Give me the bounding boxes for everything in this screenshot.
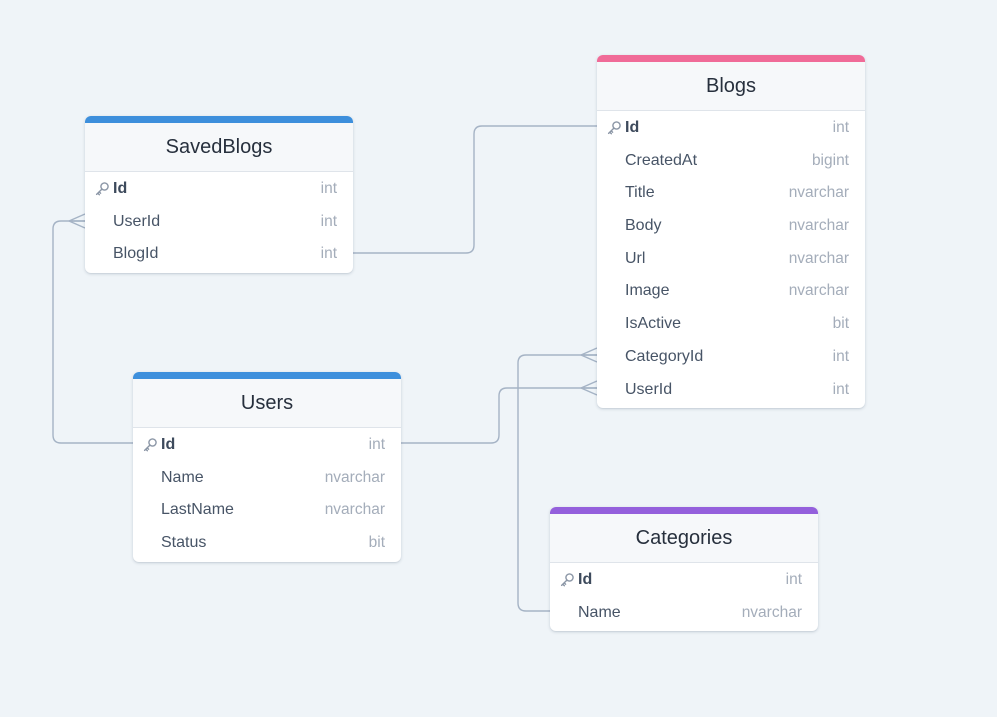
table-color-bar — [133, 372, 401, 379]
relationship-savedblogs-users[interactable] — [52, 220, 133, 444]
field-type: nvarchar — [788, 184, 849, 202]
field-row[interactable]: CreatedAt bigint — [597, 145, 865, 178]
table-color-bar — [85, 116, 353, 123]
crowfoot-savedblogs-userid — [68, 213, 86, 229]
field-row[interactable]: Id int — [133, 429, 401, 462]
field-row[interactable]: Title nvarchar — [597, 177, 865, 210]
field-name: Status — [161, 534, 207, 552]
field-name: UserId — [625, 380, 673, 398]
field-name: CategoryId — [625, 347, 704, 365]
relationship-blogs-users[interactable] — [401, 387, 597, 444]
relationship-savedblogs-blogs[interactable] — [353, 125, 597, 254]
field-row[interactable]: Id int — [597, 112, 865, 145]
table-title[interactable]: SavedBlogs — [85, 123, 353, 172]
field-row[interactable]: Name nvarchar — [133, 462, 401, 495]
table-title[interactable]: Categories — [550, 514, 818, 563]
field-row[interactable]: BlogId int — [85, 238, 353, 271]
field-row[interactable]: IsActive bit — [597, 308, 865, 341]
table-title[interactable]: Users — [133, 379, 401, 428]
field-row[interactable]: Status bit — [133, 527, 401, 560]
field-type: bigint — [811, 151, 849, 169]
field-name: CreatedAt — [625, 151, 698, 169]
field-type: int — [832, 119, 849, 136]
field-row[interactable]: Url nvarchar — [597, 243, 865, 276]
field-name: BlogId — [113, 245, 159, 263]
field-name: Image — [625, 282, 670, 300]
field-type: int — [785, 571, 802, 588]
field-name: Id — [625, 119, 640, 136]
primary-key-icon — [560, 573, 574, 587]
field-name: Id — [113, 180, 128, 197]
table-color-bar — [597, 55, 865, 62]
crowfoot-blogs-userid — [580, 380, 598, 396]
field-type: nvarchar — [324, 468, 385, 486]
field-type: nvarchar — [788, 249, 849, 267]
primary-key-icon — [95, 182, 109, 196]
field-type: nvarchar — [788, 217, 849, 235]
field-row[interactable]: CategoryId int — [597, 341, 865, 374]
field-row[interactable]: Body nvarchar — [597, 210, 865, 243]
field-type: int — [320, 245, 337, 263]
field-name: Id — [578, 571, 593, 588]
field-name: Body — [625, 217, 662, 235]
field-row[interactable]: Image nvarchar — [597, 275, 865, 308]
field-type: int — [832, 347, 849, 365]
field-row[interactable]: LastName nvarchar — [133, 494, 401, 527]
field-type: bit — [368, 534, 385, 552]
field-name: Name — [161, 468, 204, 486]
field-type: nvarchar — [788, 282, 849, 300]
table-title[interactable]: Blogs — [597, 62, 865, 111]
field-name: Id — [161, 436, 176, 453]
field-name: IsActive — [625, 315, 682, 333]
field-name: Name — [578, 603, 621, 621]
field-row[interactable]: Id int — [85, 173, 353, 206]
field-row[interactable]: Id int — [550, 564, 818, 597]
field-row[interactable]: Name nvarchar — [550, 597, 818, 630]
relationship-blogs-categories[interactable] — [517, 354, 597, 612]
field-row[interactable]: UserId int — [597, 374, 865, 407]
field-type: int — [320, 180, 337, 197]
field-name: Title — [625, 184, 655, 202]
primary-key-icon — [143, 438, 157, 452]
field-type: nvarchar — [741, 603, 802, 621]
field-name: Url — [625, 249, 646, 267]
primary-key-icon — [607, 121, 621, 135]
field-type: bit — [832, 315, 849, 333]
field-name: UserId — [113, 212, 161, 230]
field-type: nvarchar — [324, 501, 385, 519]
field-name: LastName — [161, 501, 234, 519]
crowfoot-blogs-categoryid — [580, 347, 598, 363]
field-type: int — [832, 380, 849, 398]
field-type: int — [320, 212, 337, 230]
field-row[interactable]: UserId int — [85, 206, 353, 239]
field-type: int — [368, 436, 385, 453]
table-color-bar — [550, 507, 818, 514]
